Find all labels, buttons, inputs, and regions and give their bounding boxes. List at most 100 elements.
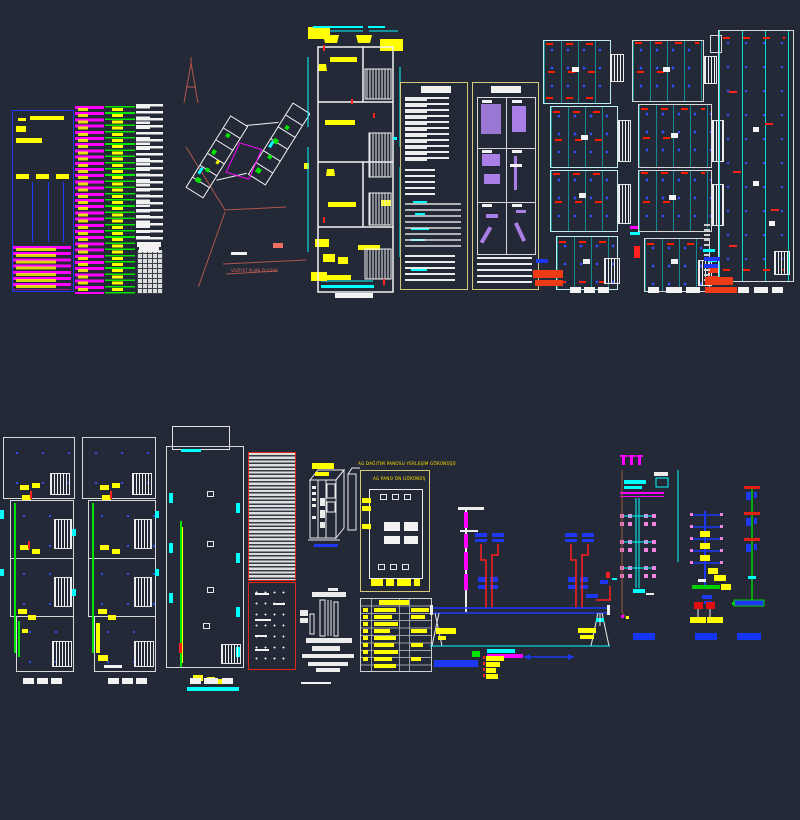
d-title-block <box>754 287 768 293</box>
d-orange-block <box>705 277 733 285</box>
mast-underline <box>301 682 331 684</box>
legend-stamp-grid <box>137 250 163 294</box>
stair-f1 <box>132 473 152 495</box>
stair-b4 <box>604 258 620 284</box>
north-arrow <box>183 57 199 104</box>
plan-stack-b[interactable] <box>533 36 633 298</box>
panel-note-1: AG DAĞITIM PANOSU YERLEŞİM GÖRÜNÜŞÜ <box>358 461 456 466</box>
c-cyan-bit <box>630 232 640 235</box>
service-drop-right <box>586 572 617 601</box>
load-table[interactable] <box>360 598 432 672</box>
legend-mark <box>30 116 64 120</box>
stair-e2 <box>54 519 72 549</box>
b-title-block <box>584 287 595 293</box>
panel-foot <box>397 579 411 586</box>
panel-layout[interactable]: AG PANO ÖN GÖRÜNÜŞ <box>360 470 430 592</box>
detail-glyph <box>513 222 527 242</box>
edge-tick <box>0 516 4 519</box>
legend-mark <box>36 174 49 179</box>
plan-g[interactable] <box>163 424 247 691</box>
plan-a-cyan-marks <box>313 26 397 288</box>
notes-lines-short <box>405 99 427 161</box>
riser-distribution[interactable] <box>688 505 732 645</box>
power-diagram[interactable] <box>428 500 620 686</box>
detail-glyph <box>512 106 526 132</box>
legend-col-green-tags <box>112 108 123 292</box>
detail-glyph <box>484 174 500 184</box>
details-panel[interactable] <box>472 82 539 290</box>
plan-g-top <box>172 426 230 450</box>
plan-c3 <box>638 170 712 232</box>
c-title-block <box>666 287 682 293</box>
site-roads <box>185 146 307 287</box>
plan-d-step <box>710 35 722 53</box>
legend-mark <box>16 138 42 143</box>
plan-d-body <box>718 30 794 282</box>
riser-a-title <box>633 633 655 640</box>
ground-detail <box>434 613 604 679</box>
b-title-block <box>570 287 581 293</box>
transformer-bank-2 <box>565 533 594 608</box>
panel-tag <box>362 498 371 503</box>
floor-plan-a[interactable] <box>303 17 403 303</box>
stair-d <box>774 251 790 275</box>
riser-b-ground <box>690 602 723 623</box>
stair-b2 <box>618 120 631 162</box>
plan-b1 <box>543 40 611 104</box>
legend-lower-tags <box>16 248 56 288</box>
stair-f2 <box>134 519 152 549</box>
g-title-block <box>190 678 201 684</box>
building-footprint <box>185 102 310 199</box>
riser-sockets[interactable] <box>616 452 686 644</box>
g-title-block <box>222 678 233 684</box>
pole <box>458 507 484 612</box>
plan-stack-e[interactable] <box>0 433 160 691</box>
panel-foot <box>386 579 394 586</box>
site-yellow-tick <box>304 163 309 169</box>
notes-panel[interactable] <box>400 82 468 290</box>
g-title-block <box>204 678 218 684</box>
stair-c1 <box>704 56 717 84</box>
d-blue-tag <box>704 257 720 261</box>
diagram-labels <box>436 628 596 640</box>
stair-b1 <box>610 54 624 82</box>
legend-table[interactable] <box>8 104 166 296</box>
cabinet-iso[interactable] <box>300 458 360 553</box>
riser-c-title <box>737 633 761 640</box>
riser-telecom[interactable] <box>732 480 772 644</box>
detail-bar <box>510 164 522 167</box>
site-white-bar <box>231 252 247 255</box>
plan-c2 <box>638 104 712 168</box>
stair-b3 <box>618 184 631 224</box>
details-notes <box>477 257 532 283</box>
cabinet-switch-rows <box>312 486 325 528</box>
legend-frame <box>12 110 74 292</box>
riser-c-bar <box>733 599 765 607</box>
d-blue-tag <box>704 264 718 268</box>
symbol-rows <box>252 587 290 663</box>
f-title-block <box>136 678 147 684</box>
mast-detail[interactable] <box>298 588 360 680</box>
plan-g-body <box>166 446 244 691</box>
c-title-block <box>648 287 659 293</box>
site-plan[interactable] <box>178 55 310 287</box>
stair-e1 <box>50 473 70 495</box>
symbol-legend[interactable] <box>248 582 296 670</box>
stair-g <box>221 644 241 664</box>
legend-gridline <box>48 182 49 242</box>
panel-note-2: AG PANO ÖN GÖRÜNÜŞ <box>373 476 426 481</box>
e-title-block <box>23 678 34 684</box>
d-title-block <box>772 287 783 293</box>
legend-gridline <box>32 182 33 242</box>
cable-schedule[interactable] <box>248 452 296 581</box>
plan-d[interactable] <box>700 25 800 300</box>
site-plan-title: VAZİYET PLANI Ö:1/200 <box>231 268 278 273</box>
c-magenta-bit <box>630 226 638 229</box>
riser-a-lines <box>635 470 679 588</box>
d-left-band <box>704 223 710 281</box>
f-title-block <box>122 678 133 684</box>
f-title-block <box>108 678 119 684</box>
plan-f3 <box>88 558 156 617</box>
legend-mark <box>16 174 29 179</box>
